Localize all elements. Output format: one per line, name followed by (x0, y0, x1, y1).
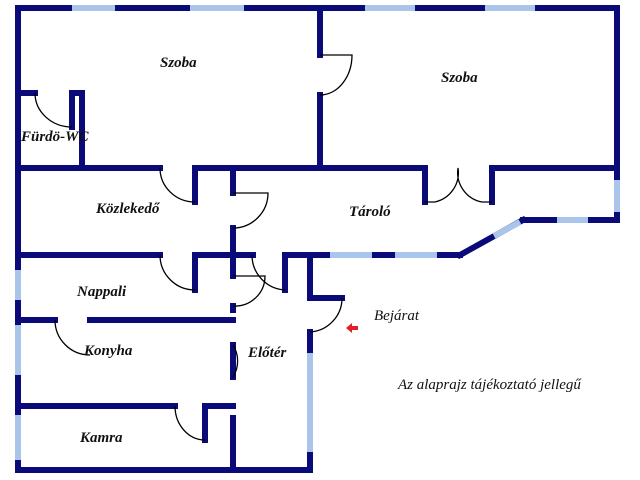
walls (15, 5, 620, 473)
room-label-eloter: Előtér (248, 345, 287, 361)
doors (34, 54, 492, 441)
room-label-kamra: Kamra (80, 430, 123, 446)
room-label-kozlekedo: Közlekedő (96, 201, 160, 217)
room-label-szoba-right: Szoba (441, 70, 478, 86)
disclaimer-note: Az alaprajz tájékoztató jellegű (398, 377, 581, 393)
room-label-szoba-left: Szoba (160, 55, 197, 71)
room-label-furdo-wc: Fürdö-WC (21, 129, 89, 145)
entrance-label: Bejárat (374, 308, 419, 324)
windows (15, 5, 620, 460)
room-label-nappali: Nappali (77, 284, 127, 300)
room-label-konyha: Konyha (84, 343, 133, 359)
entrance-arrow-icon (346, 323, 358, 333)
room-label-tarolo: Tároló (349, 204, 391, 220)
